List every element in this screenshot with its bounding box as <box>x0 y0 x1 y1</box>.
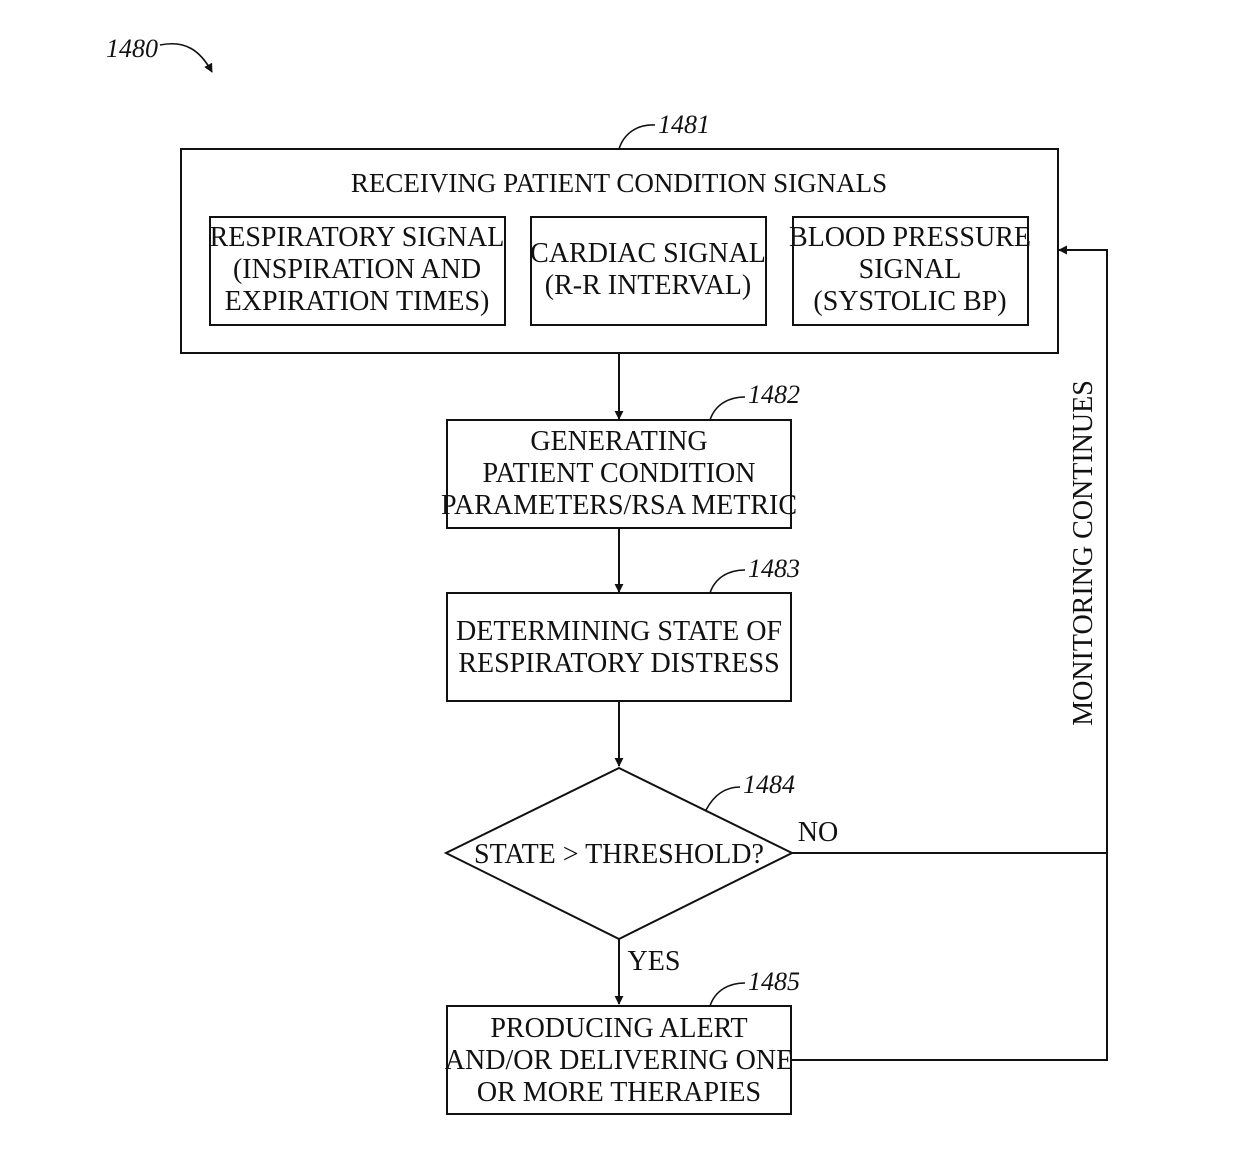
figure-number-arrow <box>160 44 212 72</box>
no-label: NO <box>798 817 838 848</box>
decision-1484-text: STATE > THRESHOLD? <box>474 839 764 870</box>
block-1485-line-3: OR MORE THERAPIES <box>477 1077 761 1108</box>
block-1482-line-3: PARAMETERS/RSA METRIC <box>441 490 797 521</box>
figure-number: 1480 <box>106 34 158 63</box>
block-1485-line-2: AND/OR DELIVERING ONE <box>445 1045 793 1076</box>
cardiac-signal-line-1: CARDIAC SIGNAL <box>530 238 766 269</box>
block-1481: RECEIVING PATIENT CONDITION SIGNALS RESP… <box>181 149 1058 353</box>
block-1482-line-2: PATIENT CONDITION <box>483 458 756 489</box>
block-1483-line-1: DETERMINING STATE OF <box>456 616 782 647</box>
yes-label: YES <box>628 946 681 977</box>
ref-1482: 1482 <box>748 380 800 409</box>
blood-pressure-signal-line-2: SIGNAL <box>859 254 962 285</box>
respiratory-signal-line-2: (INSPIRATION AND <box>233 254 481 285</box>
ref-1484-leader <box>706 787 740 810</box>
monitoring-loop-line <box>791 250 1107 1060</box>
block-1482-line-1: GENERATING <box>530 426 707 457</box>
ref-1483: 1483 <box>748 554 800 583</box>
ref-1484: 1484 <box>743 770 795 799</box>
ref-1481-leader <box>619 125 655 149</box>
ref-1485-leader <box>710 983 745 1006</box>
respiratory-signal-line-3: EXPIRATION TIMES) <box>225 286 490 317</box>
blood-pressure-signal-line-3: (SYSTOLIC BP) <box>813 286 1006 317</box>
respiratory-signal-line-1: RESPIRATORY SIGNAL <box>210 222 505 253</box>
block-1485-line-1: PRODUCING ALERT <box>490 1013 747 1044</box>
monitoring-continues-label: MONITORING CONTINUES <box>1068 380 1099 726</box>
ref-1485: 1485 <box>748 967 800 996</box>
blood-pressure-signal-line-1: BLOOD PRESSURE <box>789 222 1031 253</box>
cardiac-signal-line-2: (R-R INTERVAL) <box>545 270 751 301</box>
ref-1483-leader <box>710 570 745 593</box>
block-1483-line-2: RESPIRATORY DISTRESS <box>458 648 779 679</box>
block-1481-title: RECEIVING PATIENT CONDITION SIGNALS <box>351 168 887 198</box>
ref-1481: 1481 <box>658 110 710 139</box>
ref-1482-leader <box>710 397 745 420</box>
block-1483 <box>447 593 791 701</box>
